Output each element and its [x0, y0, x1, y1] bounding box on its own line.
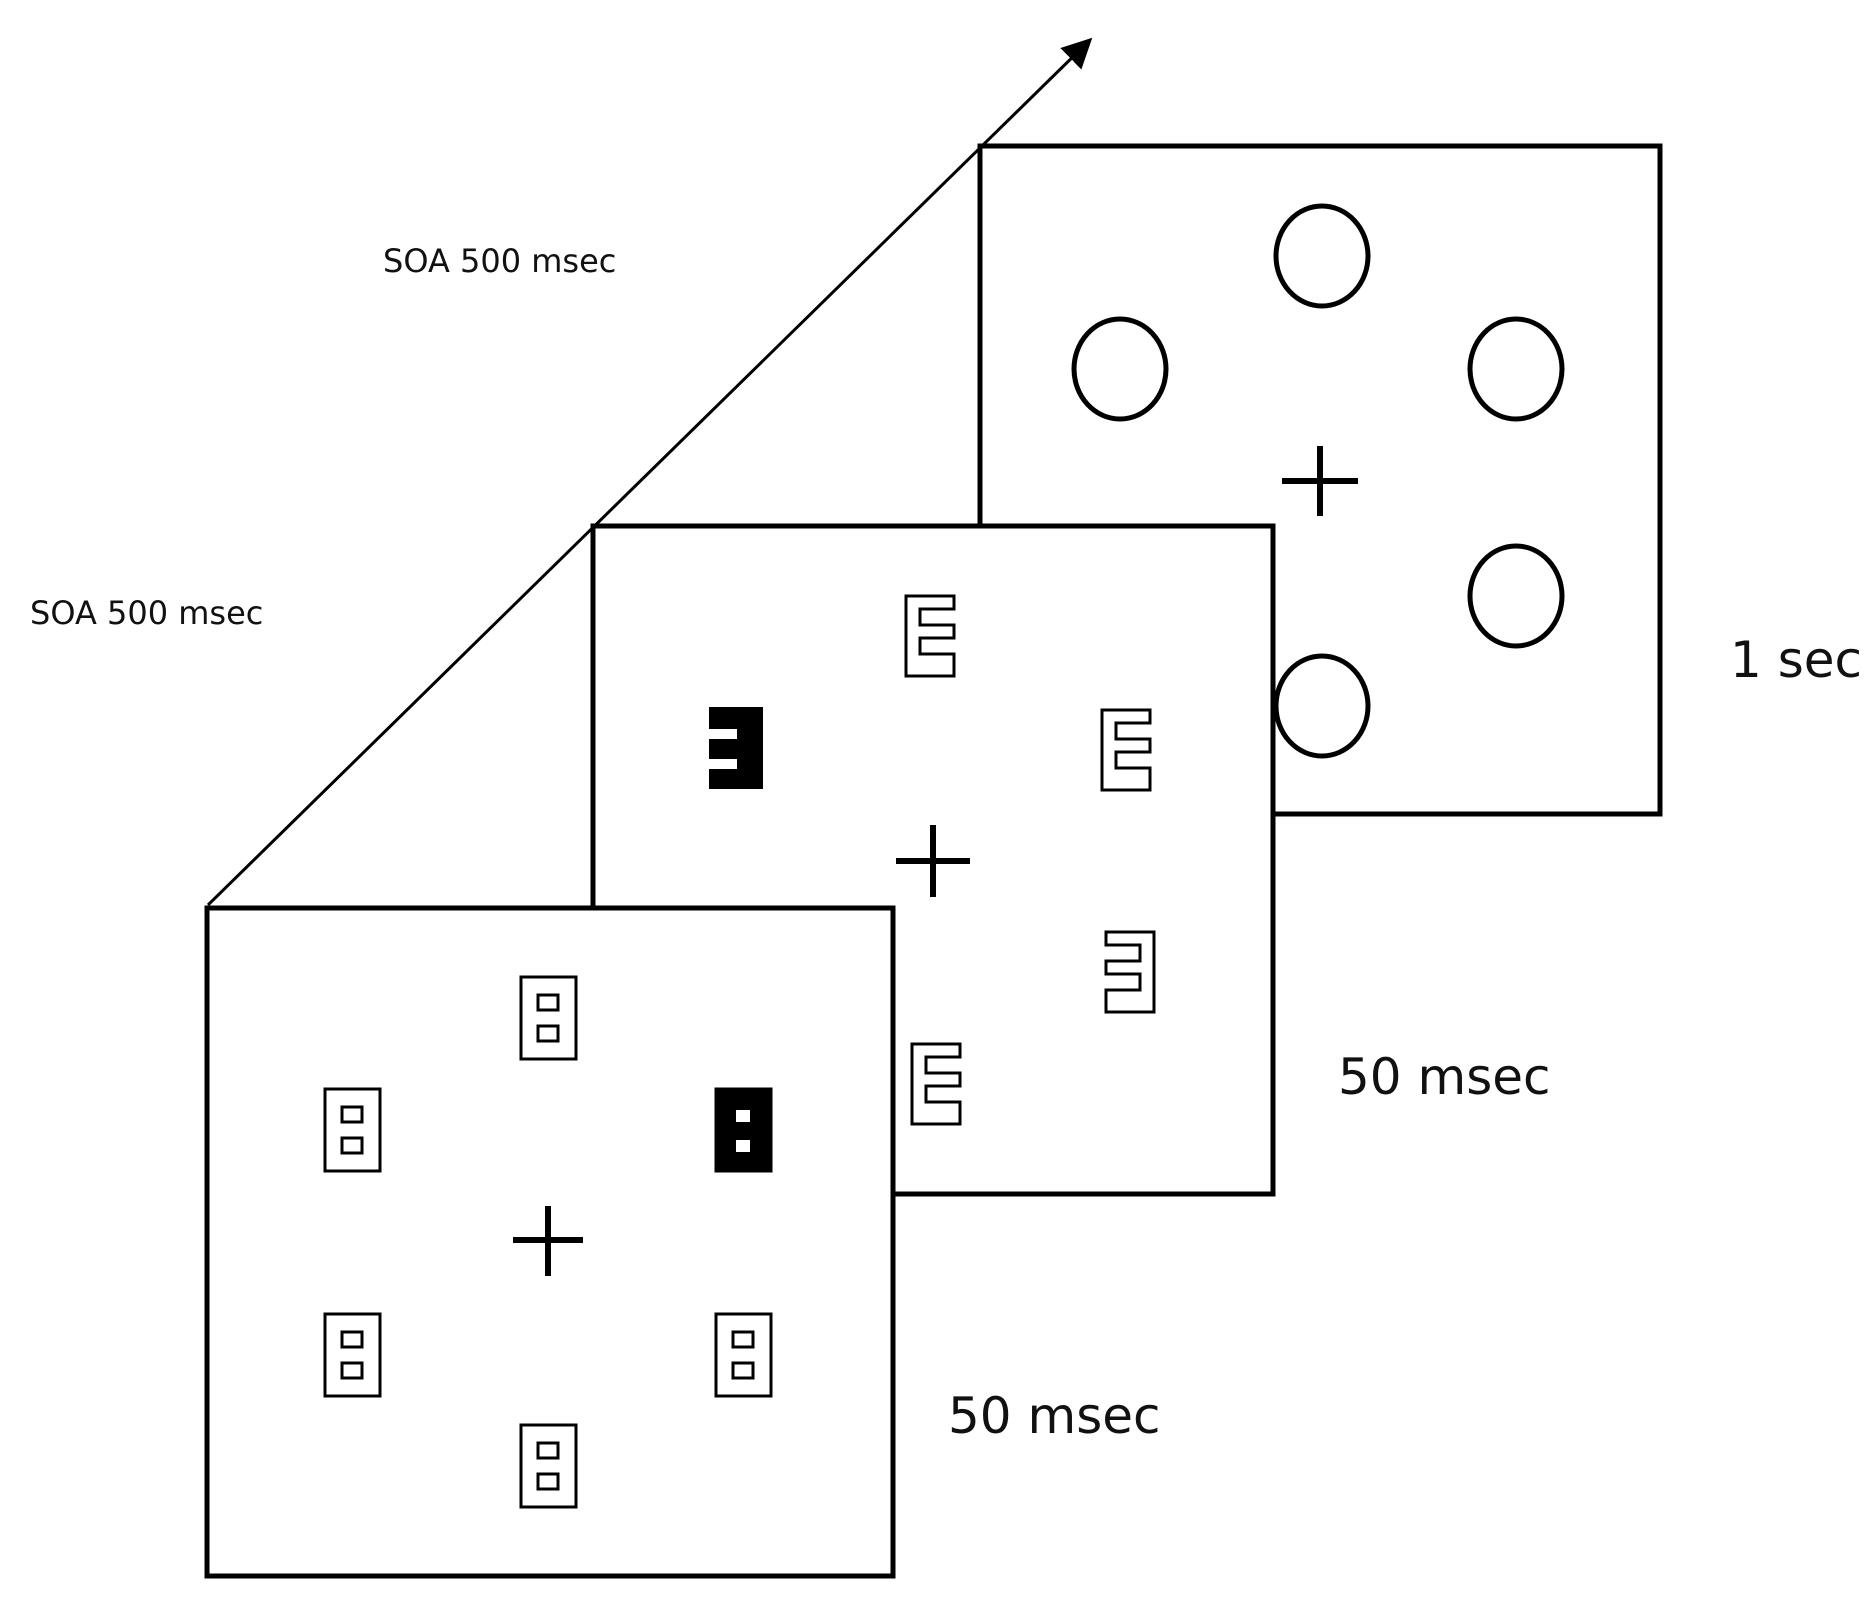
placeholder-circle [1467, 543, 1565, 649]
box-figure [714, 1312, 773, 1398]
placeholder-circle [1467, 316, 1565, 422]
soa-label-upper: SOA 500 msec [383, 242, 616, 280]
duration-label-front: 50 msec [948, 1387, 1161, 1445]
time-arrow [206, 37, 1093, 907]
box-figure [323, 1312, 382, 1398]
fixation-cross [1282, 446, 1358, 516]
duration-label-back: 1 sec [1730, 631, 1862, 689]
e-figure [904, 594, 956, 678]
reversed-e-figure [1104, 930, 1156, 1014]
fixation-cross [513, 1206, 583, 1276]
box-figure [519, 1423, 578, 1509]
box-figure [519, 975, 578, 1061]
placeholder-circle [1071, 316, 1169, 422]
box-figure [323, 1087, 382, 1173]
frame-cue-display [204, 905, 896, 1579]
fixation-cross [896, 825, 970, 897]
e-figure [910, 1042, 962, 1126]
placeholder-circle [1273, 653, 1371, 759]
placeholder-circle [1273, 203, 1371, 309]
e-figure [1100, 708, 1152, 792]
filled-box-cue [714, 1087, 773, 1173]
soa-label-lower: SOA 500 msec [30, 594, 263, 632]
filled-e-target [709, 707, 763, 789]
duration-label-middle: 50 msec [1338, 1048, 1551, 1106]
